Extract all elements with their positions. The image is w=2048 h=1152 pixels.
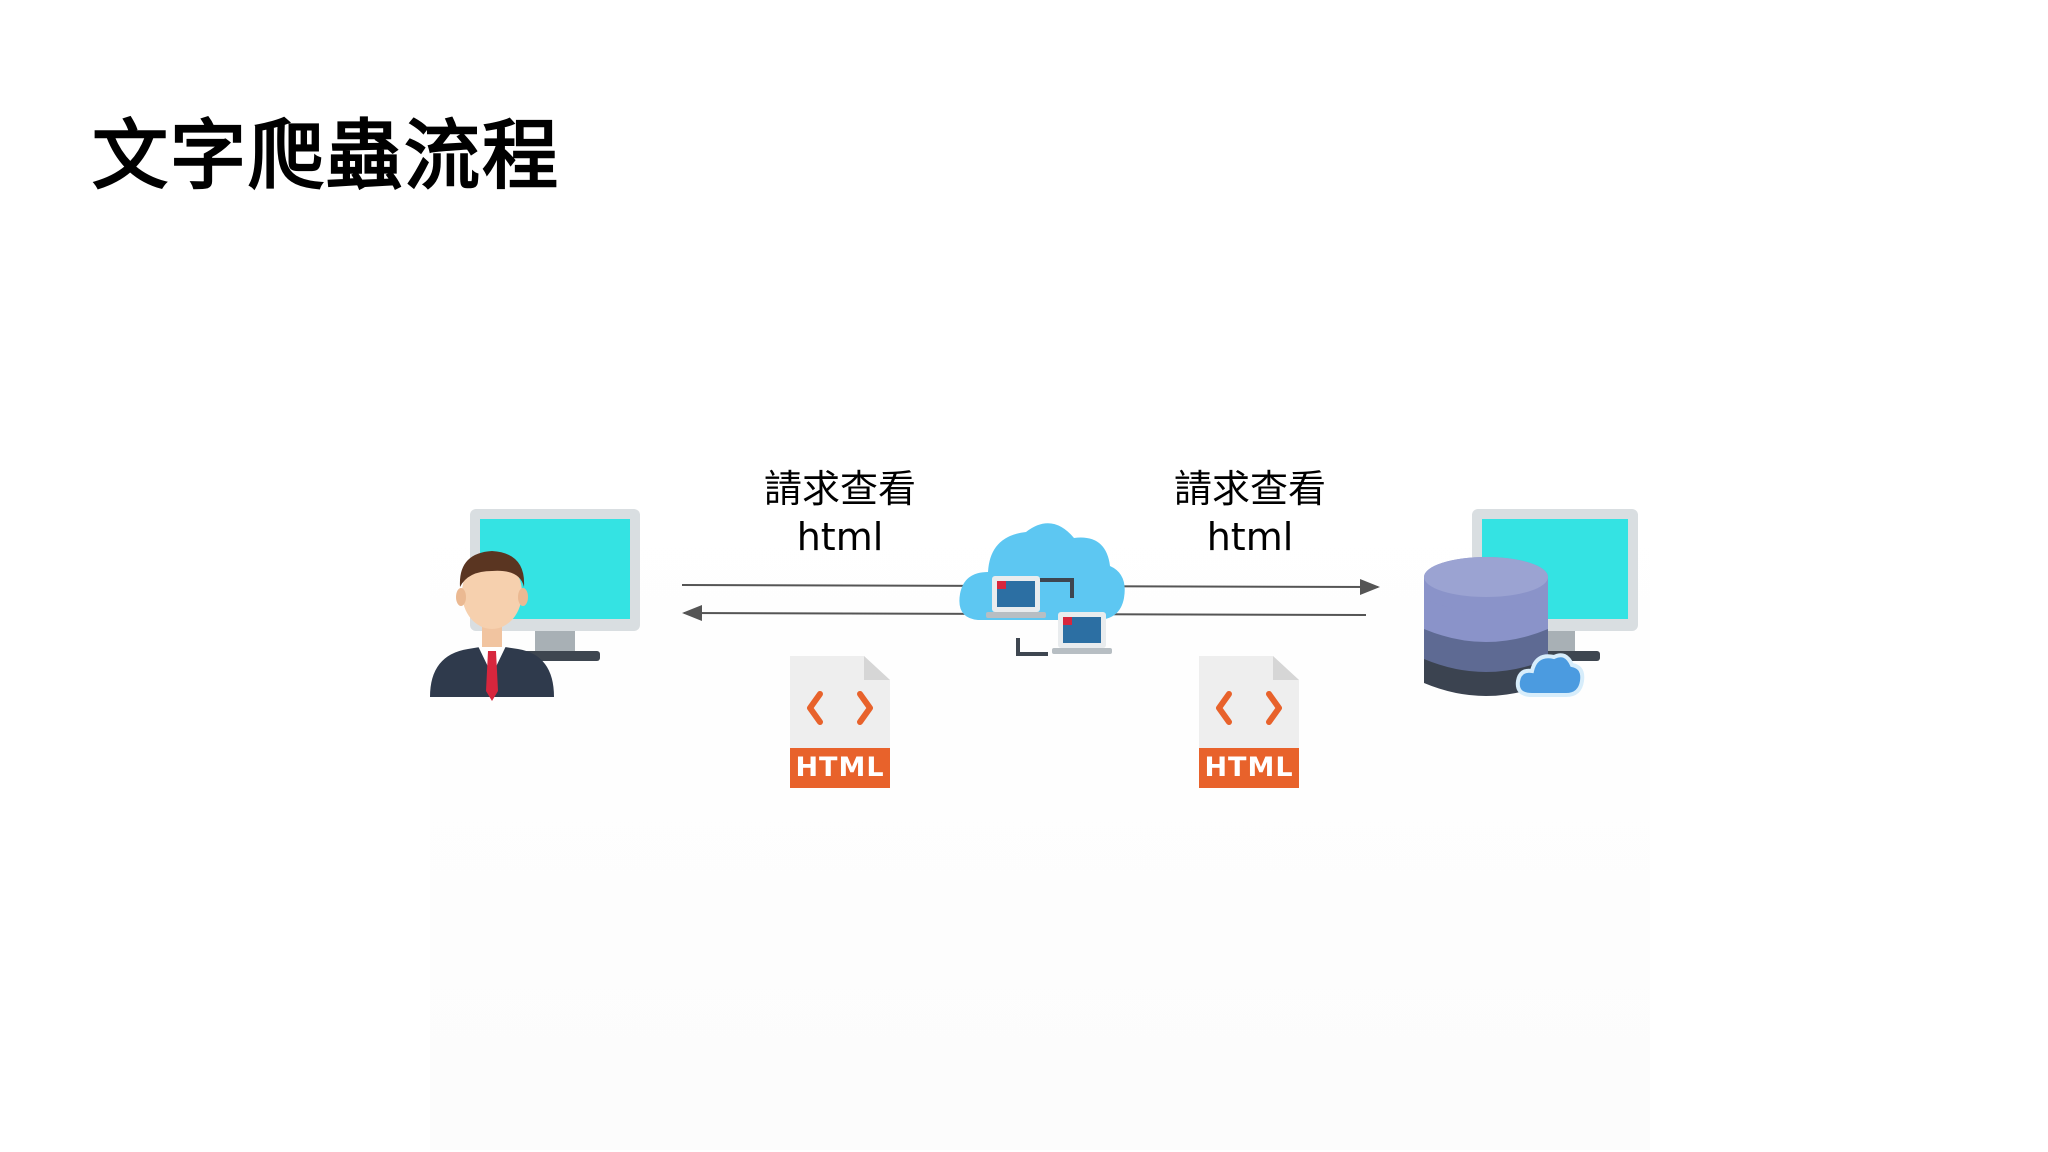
database-server-icon: [1424, 509, 1638, 697]
right-flow-label-line1: 請求查看: [1173, 467, 1326, 511]
slide-title: 文字爬蟲流程: [92, 111, 560, 200]
right-flow-label: 請求查看 html: [1130, 465, 1370, 561]
user-at-computer-icon: [430, 509, 640, 701]
cloud-network-icon: [959, 523, 1125, 656]
html-file-icon-right: HTML: [1199, 656, 1299, 788]
left-flow-label: 請求查看 html: [720, 465, 960, 561]
html-badge-left-label: HTML: [795, 752, 885, 783]
right-flow-label-line2: html: [1206, 515, 1294, 559]
html-file-icon-left: HTML: [790, 656, 890, 788]
left-flow-label-line2: html: [796, 515, 884, 559]
html-badge-right-label: HTML: [1204, 752, 1294, 783]
left-flow-label-line1: 請求查看: [763, 467, 916, 511]
